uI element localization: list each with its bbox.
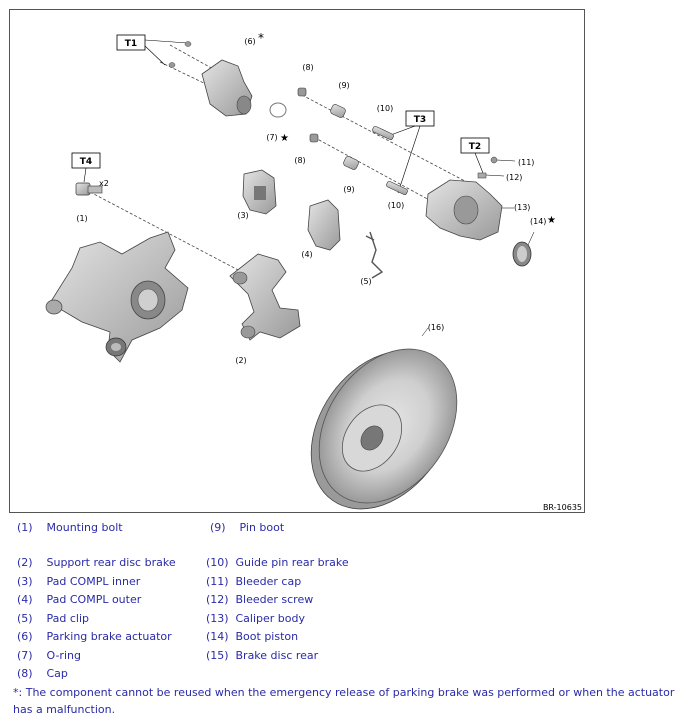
- knuckle: [45, 231, 189, 363]
- legend-item-10: (10) Guide pin rear brake: [206, 556, 349, 569]
- legend-item-15: (15) Brake disc rear: [206, 649, 319, 662]
- support-bracket: [229, 253, 301, 341]
- legend-item-3: (3) Pad COMPL inner: [17, 575, 141, 588]
- mounting-bolt: [75, 182, 103, 196]
- callout-10-top: (10): [377, 104, 393, 113]
- figure-code: BR-10635: [543, 503, 582, 512]
- pad-outer: [307, 199, 341, 251]
- callout-3: (3): [237, 211, 248, 220]
- svg-text:T4: T4: [80, 157, 92, 167]
- caliper-body: [425, 179, 514, 241]
- callout-5: (5): [360, 277, 371, 286]
- callout-1: (1): [76, 214, 87, 223]
- callout-14: (14): [530, 217, 546, 226]
- parking-brake-actuator: [168, 41, 253, 117]
- diagram-canvas: T1 T2 T3 T4: [45, 31, 582, 512]
- legend-item-4: (4) Pad COMPL outer: [17, 593, 142, 606]
- legend-item-2: (2) Support rear disc brake: [17, 556, 176, 569]
- callout-6-asterisk: *: [258, 31, 264, 45]
- legend-item-5: (5) Pad clip: [17, 612, 90, 625]
- legend-item-13: (13) Caliper body: [206, 612, 306, 625]
- o-ring: [269, 102, 287, 118]
- footnote: *: The component cannot be reused when t…: [13, 684, 689, 718]
- callout-14-star: ★: [547, 215, 556, 226]
- torque-tag-t3: T3: [387, 110, 435, 194]
- callout-7-star: ★: [280, 133, 289, 144]
- callout-4: (4): [301, 250, 312, 259]
- bleeder: [477, 156, 516, 179]
- torque-tag-t4: T4: [71, 152, 101, 183]
- pad-inner: [242, 169, 277, 215]
- legend-item-12: (12) Bleeder screw: [206, 593, 314, 606]
- callout-8-bottom: (8): [294, 156, 305, 165]
- callout-16: (16): [428, 323, 444, 332]
- svg-text:T2: T2: [469, 142, 481, 152]
- legend-item-9: (9) Pin boot: [210, 521, 285, 534]
- callout-13: (13): [514, 203, 530, 212]
- boot-piston: [512, 231, 535, 267]
- callout-6: (6): [244, 37, 255, 46]
- svg-text:T3: T3: [414, 115, 426, 125]
- callout-9-top: (9): [338, 81, 349, 90]
- legend-item-8: (8) Cap: [17, 667, 68, 680]
- legend-item-14: (14) Boot piston: [206, 630, 299, 643]
- torque-tag-t2: T2: [460, 137, 490, 174]
- svg-text:T1: T1: [125, 39, 137, 49]
- legend-item-6: (6) Parking brake actuator: [17, 630, 172, 643]
- callout-2: (2): [235, 356, 246, 365]
- caps: [297, 87, 319, 143]
- callout-labels: (1) x2 (2) (3) (4) (5) (6) * (7) ★ (8) (…: [76, 31, 582, 512]
- callout-7: (7): [266, 133, 277, 142]
- callout-x2: x2: [99, 179, 109, 188]
- pad-clip: [365, 231, 384, 279]
- guide-pins: [372, 125, 408, 196]
- torque-tag-t1: T1: [116, 34, 189, 66]
- callout-10-bottom: (10): [388, 201, 404, 210]
- callout-11: (11): [518, 158, 534, 167]
- legend-item-11: (11) Bleeder cap: [206, 575, 302, 588]
- pin-boots: [330, 104, 359, 170]
- callout-8-top: (8): [302, 63, 313, 72]
- legend-item-7: (7) O-ring: [17, 649, 81, 662]
- exploded-diagram: T1 T2 T3 T4: [9, 9, 585, 513]
- callout-9-bottom: (9): [343, 185, 354, 194]
- brake-disc: [310, 327, 458, 510]
- callout-12: (12): [506, 173, 522, 182]
- footnote-text: The component cannot be reused when the …: [13, 686, 675, 716]
- footnote-symbol: *:: [13, 686, 23, 699]
- legend-item-1: (1) Mounting bolt: [17, 521, 123, 534]
